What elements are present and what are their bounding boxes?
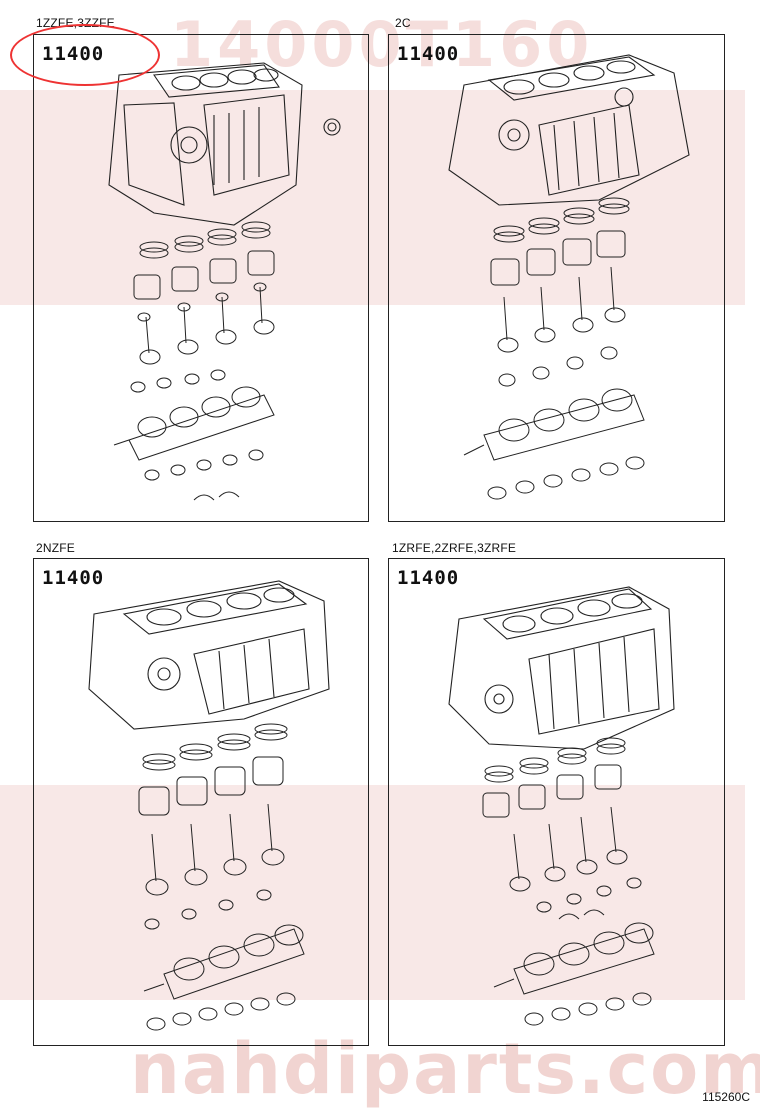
engine-label-4: 1ZRFE,2ZRFE,3ZRFE — [392, 541, 517, 555]
part-number-4[interactable]: 11400 — [397, 567, 460, 589]
diagram-panel-1[interactable]: 11400 — [33, 34, 369, 522]
engine-block-diagram-2 — [448, 54, 690, 500]
engine-block-diagram-3 — [88, 580, 330, 1031]
engine-label-2: 2C — [395, 16, 411, 30]
watermark-top-text: 14000T160 — [170, 8, 594, 81]
engine-label-3: 2NZFE — [36, 541, 76, 555]
diagram-panel-4[interactable]: 11400 — [388, 558, 725, 1046]
part-number-3[interactable]: 11400 — [42, 567, 105, 589]
diagram-panel-3[interactable]: 11400 — [33, 558, 369, 1046]
figure-code: 115260C — [702, 1090, 750, 1104]
highlight-circle — [10, 24, 160, 86]
engine-block-diagram-1 — [108, 62, 341, 501]
part-number-2[interactable]: 11400 — [397, 43, 460, 65]
engine-block-diagram-4 — [448, 586, 675, 1026]
diagram-panel-2[interactable]: 11400 — [388, 34, 725, 522]
